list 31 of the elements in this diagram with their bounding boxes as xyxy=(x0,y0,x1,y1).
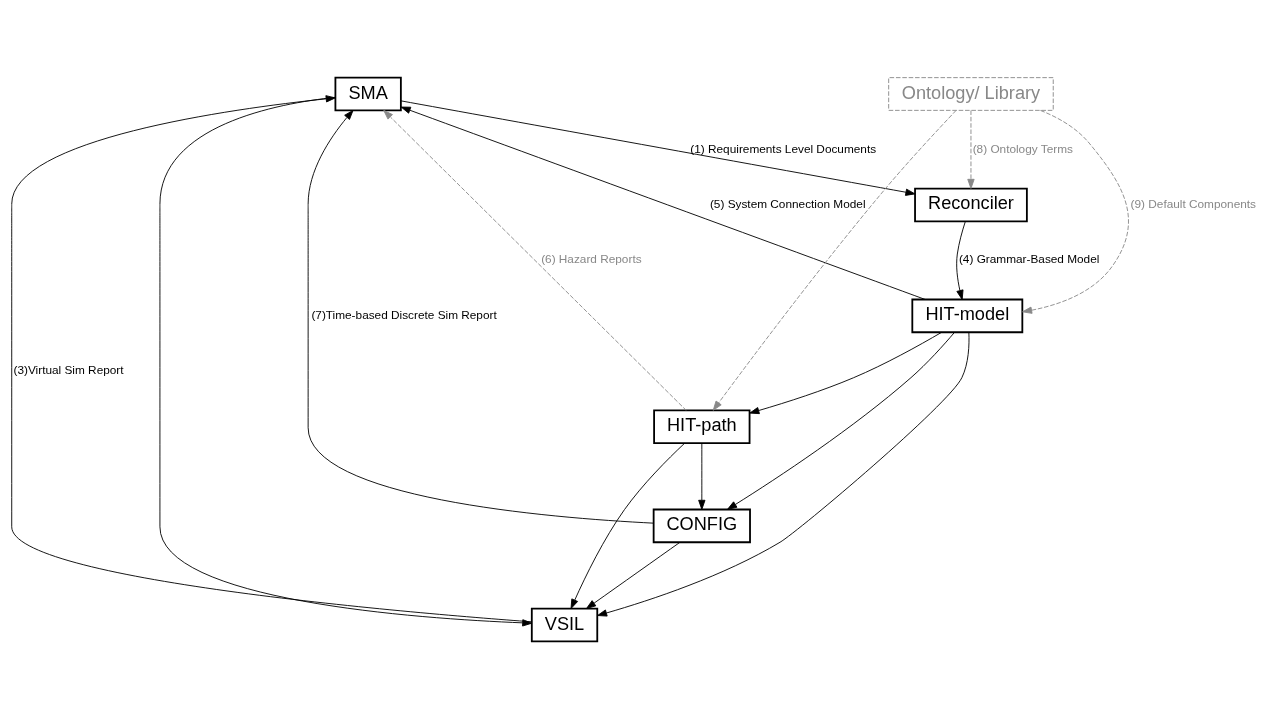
arrow xyxy=(383,109,687,411)
arrow xyxy=(597,331,970,617)
edge-label: (6) Hazard Reports xyxy=(541,252,642,267)
arrow xyxy=(11,95,533,623)
arrow xyxy=(749,332,942,415)
node-box: CONFIG xyxy=(652,508,751,544)
node-box: SMA xyxy=(334,76,402,112)
arrow xyxy=(956,221,966,300)
arrow xyxy=(698,442,706,510)
edge-label: (7)Time-based Discrete Sim Report xyxy=(311,307,497,322)
arrow xyxy=(159,96,533,627)
edge-label: (8) Ontology Terms xyxy=(972,141,1073,156)
arrow xyxy=(586,541,681,609)
arrow xyxy=(727,331,955,510)
edge-label: (5) System Connection Model xyxy=(709,197,866,212)
arrow xyxy=(967,110,975,189)
node-box: HIT-path xyxy=(653,409,751,445)
arrow xyxy=(400,100,916,196)
node-box: Reconciler xyxy=(914,187,1028,223)
arrow xyxy=(712,110,957,411)
arrow xyxy=(400,106,926,300)
arrow xyxy=(307,109,654,524)
arrow xyxy=(1022,109,1129,314)
edge-label: (3)Virtual Sim Report xyxy=(13,363,124,378)
node-box: HIT-model xyxy=(911,298,1024,334)
edge-label: (4) Grammar-Based Model xyxy=(958,252,1100,267)
node-box: VSIL xyxy=(530,607,599,643)
arrow xyxy=(570,443,685,609)
node-box: Ontology/ Library xyxy=(888,77,1054,111)
edge-label: (9) Default Components xyxy=(1130,197,1256,212)
edge-label: (1) Requirements Level Documents xyxy=(690,141,877,156)
